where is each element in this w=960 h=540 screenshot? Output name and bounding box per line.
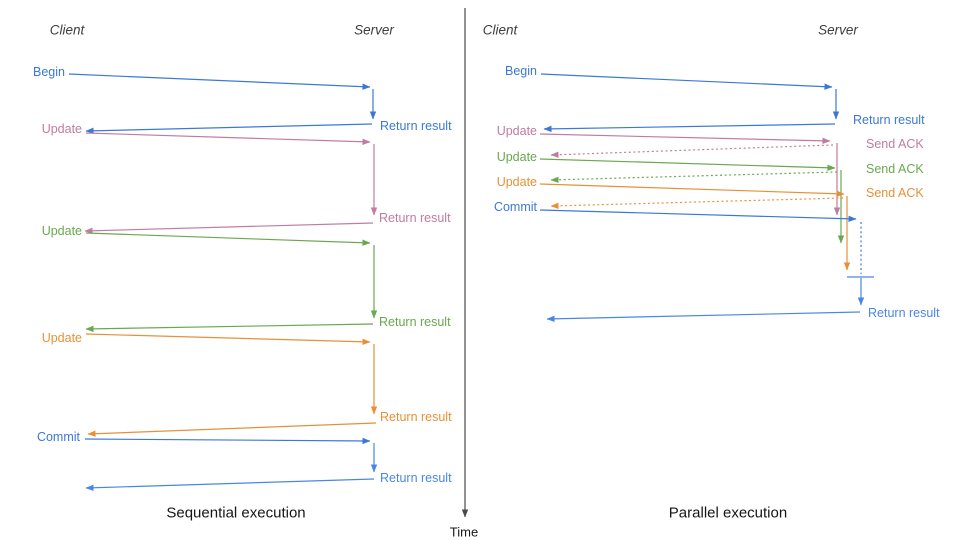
sequential-update2-label: Update: [42, 224, 82, 238]
time-axis-label: Time: [449, 524, 479, 540]
sequential-commit-return-line: [85, 478, 375, 491]
sequential-commit-request-line: [84, 437, 371, 445]
sequential-update3-label: Update: [42, 331, 82, 345]
parallel-begin-request-line: [540, 73, 833, 90]
parallel-update2-ack-line: [550, 171, 838, 183]
sequential-client-header: Client: [49, 22, 85, 38]
parallel-update2-ack-label: Send ACK: [866, 162, 924, 176]
sequential-update3-return-label: Return result: [380, 410, 452, 424]
sequential-begin-return-label: Return result: [380, 119, 452, 133]
parallel-commit-return-label: Return result: [868, 306, 940, 320]
sequential-caption: Sequential execution: [166, 504, 306, 522]
sequential-update2-request-line: [85, 232, 371, 246]
parallel-update1-ack-label: Send ACK: [866, 137, 924, 151]
parallel-update3-ack-line: [550, 197, 844, 209]
parallel-update3-request-line: [539, 183, 845, 197]
parallel-update1-label: Update: [497, 124, 537, 138]
sequential-update1-request-line: [85, 132, 371, 145]
sequential-commit-label: Commit: [37, 430, 81, 444]
sequential-update1-label: Update: [42, 122, 82, 136]
parallel-begin-label: Begin: [505, 64, 537, 78]
parallel-begin-return-label: Return result: [853, 113, 925, 127]
parallel-client-header: Client: [482, 22, 518, 38]
sequential-server-header: Server: [354, 22, 394, 38]
parallel-update1-ack-line: [550, 144, 834, 158]
parallel-update1-request-line: [539, 133, 831, 145]
parallel-update3-label: Update: [497, 175, 537, 189]
sequential-update2-return-line: [85, 323, 374, 333]
sequential-begin-request-line: [68, 73, 371, 90]
parallel-update2-label: Update: [497, 150, 537, 164]
sequential-begin-label: Begin: [33, 65, 65, 79]
parallel-begin-return-line: [543, 123, 836, 133]
parallel-commit-label: Commit: [494, 200, 538, 214]
sequential-update1-return-line: [84, 222, 374, 234]
sequential-update1-return-label: Return result: [379, 211, 451, 225]
sequential-begin-return-line: [85, 123, 373, 135]
sequential-update3-request-line: [85, 333, 371, 345]
parallel-update2-request-line: [539, 158, 836, 171]
parallel-update3-ack-label: Send ACK: [866, 186, 924, 200]
sequential-update3-return-line: [87, 422, 377, 437]
sequential-commit-return-label: Return result: [380, 471, 452, 485]
parallel-commit-return-line: [546, 311, 861, 323]
parallel-commit-request-line: [539, 209, 857, 222]
sequential-update2-return-label: Return result: [379, 315, 451, 329]
parallel-caption: Parallel execution: [668, 504, 788, 522]
parallel-server-header: Server: [818, 22, 858, 38]
